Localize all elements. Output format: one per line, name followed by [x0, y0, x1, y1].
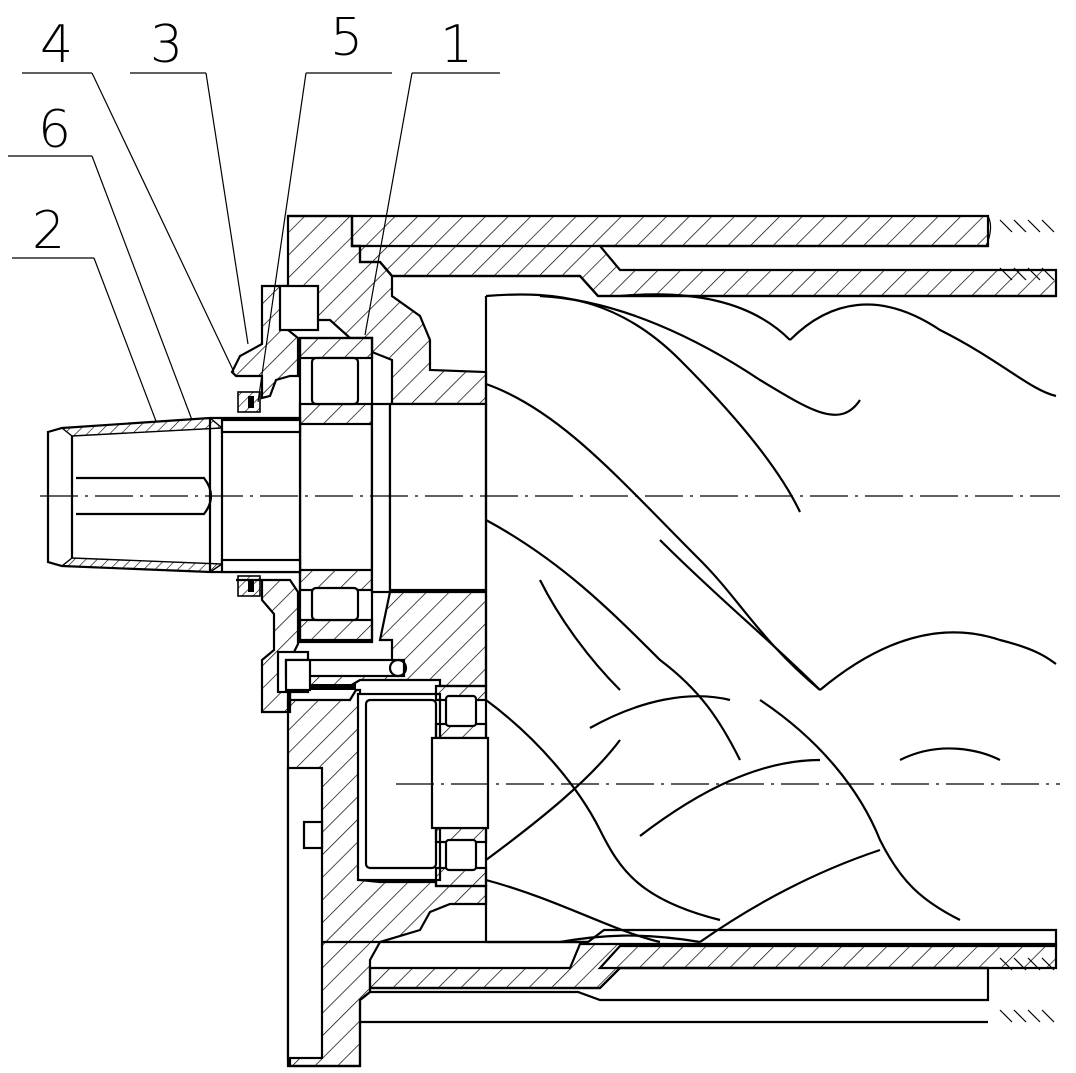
fixing-bolt	[284, 658, 408, 692]
callout-leader-3	[205, 72, 249, 345]
callout-label-5: 5	[330, 8, 363, 68]
male-rotor	[484, 293, 1057, 942]
callout-label-3: 3	[150, 15, 183, 75]
female-rotor-bearing	[356, 684, 490, 888]
callout-3: 3	[130, 15, 249, 345]
drive-shaft	[46, 402, 488, 592]
callout-label-1: 1	[440, 15, 473, 75]
callout-2: 2	[12, 201, 171, 459]
main-bearing	[298, 336, 392, 644]
callout-6: 6	[8, 100, 193, 421]
callout-label-6: 6	[38, 100, 71, 160]
callout-label-2: 2	[32, 201, 65, 261]
callout-leader-4	[91, 72, 235, 373]
female-rotor	[485, 695, 1001, 944]
callout-4: 4	[22, 15, 235, 373]
callout-leader-6	[91, 155, 193, 421]
housing-bottom-wall	[288, 928, 1058, 1068]
callout-label-4: 4	[40, 15, 73, 75]
callout-5: 5	[257, 8, 392, 403]
end-cover-flange	[286, 214, 488, 1068]
shaft-seal	[237, 391, 261, 597]
housing-top-wall	[288, 214, 1058, 298]
